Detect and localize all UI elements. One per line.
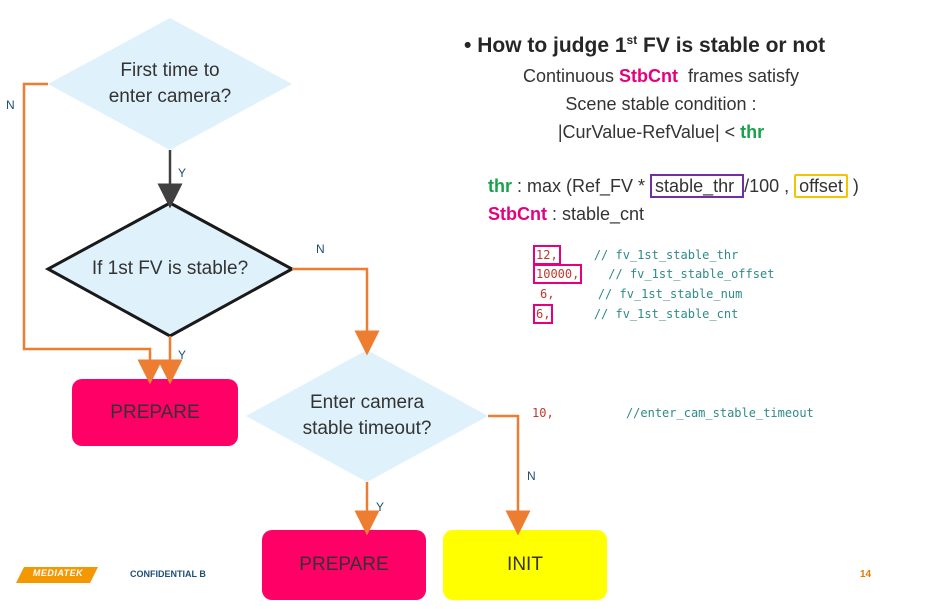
line3-key: thr <box>740 122 765 142</box>
explanation-line3: |CurValue-RefValue| < thr <box>464 122 858 143</box>
code-value: 6, <box>532 304 554 324</box>
timeout-code-line: 10, //enter_cam_stable_timeout <box>532 406 814 420</box>
arrow-first-no-to-prepare <box>22 82 163 385</box>
init-label: INIT <box>507 554 543 575</box>
decision-stable-label: If 1st FV is stable? <box>91 258 249 279</box>
definition-stbcnt: StbCnt : stable_cnt <box>488 204 644 225</box>
label-n-timeout: N <box>527 469 536 483</box>
decision-timeout-label: Enter camera stable timeout? <box>302 392 432 439</box>
code-value: 10000, <box>532 264 583 284</box>
page-number: 14 <box>860 569 872 580</box>
decision-first-time-diamond <box>48 18 292 150</box>
label-n-stable: N <box>316 242 325 256</box>
explanation-line2: Scene stable condition : <box>565 94 757 114</box>
prepare-bottom-label: PREPARE <box>299 554 389 575</box>
def1-post: ) <box>847 176 859 196</box>
decision-first-time-label: First time to enter camera? <box>108 60 232 107</box>
heading-pre: How to judge 1 <box>477 34 627 57</box>
mediatek-logo: MEDIATEK <box>32 568 84 578</box>
confidential-label: CONFIDENTIAL B <box>130 569 206 579</box>
code-line-1: 12, // fv_1st_stable_thr <box>533 245 739 265</box>
explanation-heading: • How to judge 1st FV is stable or not <box>464 33 825 58</box>
code-comment: // fv_1st_stable_offset <box>608 267 775 281</box>
init-box <box>443 530 607 600</box>
label-y-first: Y <box>178 166 187 180</box>
def1-offset-box: offset <box>794 174 848 198</box>
heading-bullet: • <box>464 34 472 57</box>
code-line-4: 6, // fv_1st_stable_cnt <box>532 304 739 324</box>
line1-key: StbCnt <box>619 66 679 86</box>
line1-pre: Continuous <box>522 66 620 86</box>
decision-timeout-diamond <box>246 350 488 482</box>
arrow-timeout-no-to-init <box>488 414 531 536</box>
def2-key: StbCnt <box>488 204 547 224</box>
line3-pre: |CurValue-RefValue| < <box>557 122 741 142</box>
def1-stable-thr-box: stable_thr <box>650 174 745 198</box>
heading-sup: st <box>626 33 638 47</box>
def1-mid: /100 , <box>744 176 795 196</box>
code-value: 12, <box>533 245 561 265</box>
def1-pre: : max (Ref_FV * <box>512 176 651 196</box>
code-comment: // fv_1st_stable_thr <box>593 248 739 262</box>
timeout-value: 10, <box>532 406 554 420</box>
def1-key: thr <box>488 176 512 196</box>
explanation-line1: Continuous StbCnt frames satisfy <box>464 66 858 87</box>
prepare-left-box <box>72 379 238 446</box>
prepare-bottom-box <box>262 530 426 600</box>
code-comment: // fv_1st_stable_cnt <box>593 307 739 321</box>
prepare-left-label: PREPARE <box>110 401 200 423</box>
def2-post: : stable_cnt <box>546 204 645 224</box>
code-line-3: 6, // fv_1st_stable_num <box>540 287 742 301</box>
label-n-left: N <box>6 98 15 112</box>
code-comment: // fv_1st_stable_num <box>597 287 743 301</box>
arrow-stable-no-to-timeout <box>292 267 380 356</box>
code-value: 6, <box>540 287 555 301</box>
label-y-timeout: Y <box>376 500 385 514</box>
mediatek-logo-shape <box>16 567 98 583</box>
heading-post: FV is stable or not <box>637 34 826 57</box>
line1-post: frames satisfy <box>678 66 800 86</box>
label-y-stable: Y <box>178 348 187 362</box>
timeout-comment: //enter_cam_stable_timeout <box>625 406 814 420</box>
definition-thr: thr : max (Ref_FV * stable_thr /100 , of… <box>488 174 859 198</box>
code-line-2: 10000, // fv_1st_stable_offset <box>532 264 775 284</box>
